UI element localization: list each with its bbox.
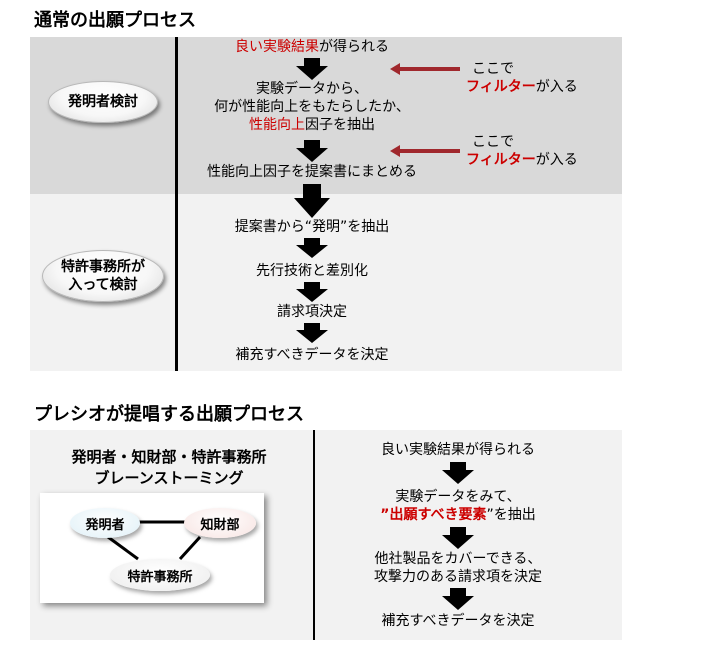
s1-arrow-6 [296, 323, 328, 343]
s2-step-supplement-data: 補充すべきデータを決定 [381, 613, 535, 629]
node-ip-department: 知財部 [184, 508, 256, 538]
s1-arrow-3 [294, 184, 330, 218]
section1-title: 通常の出願プロセス [34, 10, 196, 31]
s2-arrow-1 [442, 462, 474, 484]
s1-step-supplement-data: 補充すべきデータを決定 [235, 347, 389, 363]
s1-step-extract-invention: 提案書から“発明”を抽出 [234, 219, 390, 235]
s2-arrow-2 [442, 527, 474, 549]
s2-arrow-3 [442, 588, 474, 610]
node-inventor: 発明者 [70, 508, 140, 538]
s1-step-extract-factor: 実験データから、 何が性能向上をもたらしたか、 性能向上因子を抽出 [214, 81, 410, 133]
s2-step-extract-elements: 実験データをみて、 ”出願すべき要素”を抽出 [380, 489, 536, 523]
s1-arrow-5 [296, 282, 328, 302]
s1-step-proposal: 性能向上因子を提案書にまとめる [207, 164, 417, 180]
node-patent-office: 特許事務所 [110, 559, 210, 591]
s2-step-claims: 他社製品をカバーできる、 攻撃力のある請求項を決定 [374, 551, 542, 585]
s1-step-claims: 請求項決定 [277, 304, 347, 320]
s1-step-differentiate: 先行技術と差別化 [256, 263, 368, 279]
brainstorm-connectors [107, 520, 202, 561]
patent-office-review-badge: 特許事務所が 入って検討 [42, 250, 164, 302]
s1-arrow-1 [296, 58, 328, 80]
divider-line-1 [175, 37, 178, 371]
s1-step-good-results: 良い実験結果が得られる [235, 39, 389, 55]
s1-arrow-2 [296, 140, 328, 162]
filter-note-2: ここで フィルターが入る [466, 134, 578, 168]
filter-arrow-1 [390, 63, 460, 75]
section2-title: プレシオが提唱する出願プロセス [34, 404, 304, 425]
filter-note-1: ここで フィルターが入る [466, 61, 578, 95]
s1-arrow-4 [296, 238, 328, 258]
inventor-review-badge: 発明者検討 [48, 81, 158, 123]
divider-line-2 [313, 430, 315, 640]
brainstorm-heading: 発明者・知財部・特許事務所 ブレーンストーミング [71, 448, 267, 487]
s2-step-good-results: 良い実験結果が得られる [381, 442, 535, 458]
filter-arrow-2 [390, 145, 460, 157]
